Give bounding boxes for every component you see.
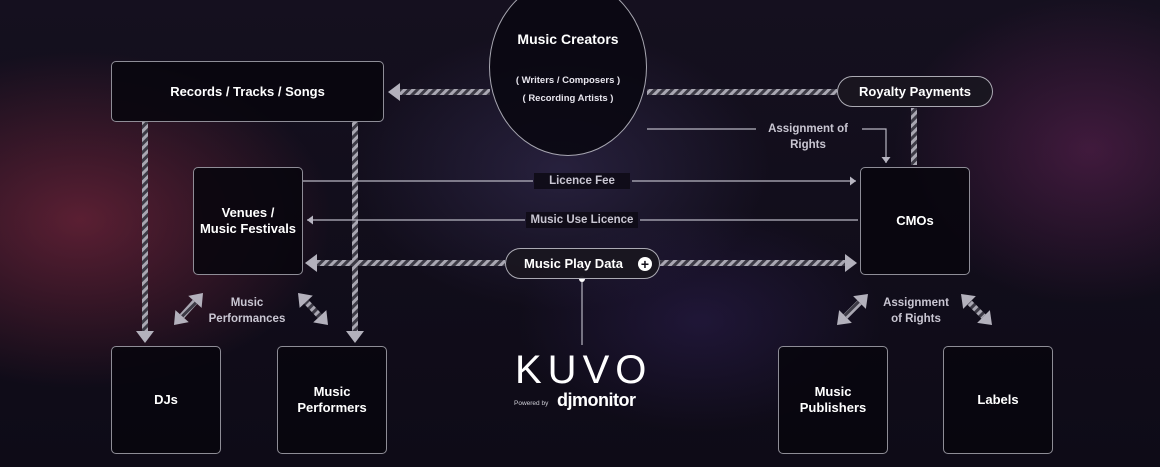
music-use-licence-label: Music Use Licence [526,212,638,228]
link-venues-djs [182,302,195,316]
performers-label: Music Performers [297,384,366,416]
cmos-label: CMOs [896,213,934,229]
assignment-of-rights-bottom-label: Assignment of Rights [873,295,959,327]
venues-label: Venues / Music Festivals [200,205,296,237]
music-creators-title: Music Creators [490,31,646,47]
kuvo-logo: KUVO [515,349,647,391]
records-label: Records / Tracks / Songs [170,84,325,100]
licence-fee-label: Licence Fee [534,173,630,189]
link-cmos-labels [969,302,983,316]
venues-node: Venues / Music Festivals [193,167,303,275]
plus-circle-icon[interactable]: + [638,257,652,271]
royalty-payments-label: Royalty Payments [859,84,971,99]
assignment-of-rights-top-label: Assignment of Rights [762,121,854,153]
link-records-to-performers-head-end [346,331,364,343]
performers-node: Music Performers [277,346,387,454]
djs-label: DJs [154,392,178,408]
creators-writers-label: ( Writers / Composers ) [490,75,646,86]
music-play-data-label: Music Play Data [524,256,623,271]
powered-by-label: Powered by [514,400,554,407]
link-playdata-to-cmos-head-end [845,254,857,272]
cmos-node: CMOs [860,167,970,275]
link-music-use-left-head [307,216,313,225]
link-licence-fee-right-head [850,177,856,186]
djmonitor-logo: djmonitor [557,390,636,411]
link-creators-to-records-head-end [388,83,400,101]
records-node: Records / Tracks / Songs [111,61,384,122]
royalty-payments-pill: Royalty Payments [837,76,993,107]
link-records-to-djs-head-end [136,331,154,343]
publishers-node: Music Publishers [778,346,888,454]
link-cmos-publishers [845,302,859,316]
music-performances-label: Music Performances [204,295,290,327]
link-playdata-to-venues-head-end [305,254,317,272]
publishers-label: Music Publishers [800,384,866,416]
djs-node: DJs [111,346,221,454]
labels-node: Labels [943,346,1053,454]
music-play-data-pill[interactable]: Music Play Data + [505,248,660,279]
link-venues-performers [306,302,320,316]
link-assignment-top-right-head [882,157,891,163]
labels-label: Labels [977,392,1018,408]
creators-artists-label: ( Recording Artists ) [490,93,646,104]
